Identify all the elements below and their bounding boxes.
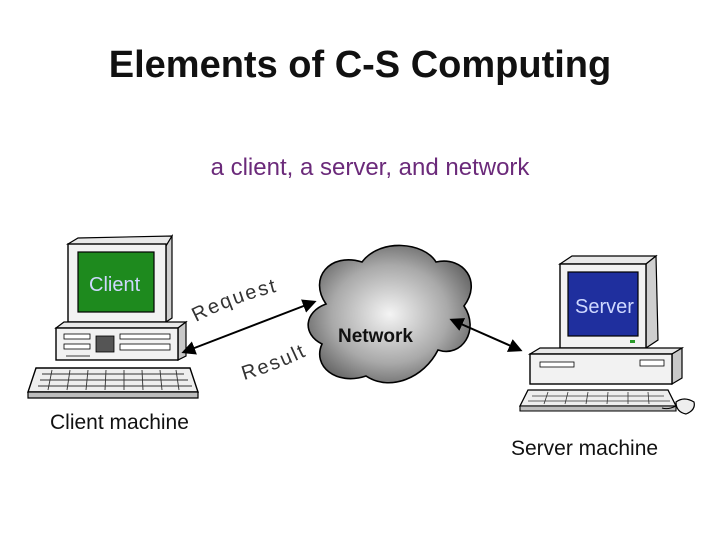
- network-server-arrow: [449, 318, 523, 352]
- server-machine-caption: Server machine: [511, 437, 659, 460]
- client-computer-icon: [27, 233, 199, 399]
- slide-subtitle: a client, a server, and network: [210, 154, 530, 181]
- server-screen: [567, 271, 639, 337]
- result-label-path: Result: [239, 340, 308, 385]
- request-label-path: Request: [188, 275, 278, 327]
- client-machine-caption: Client machine: [50, 411, 189, 434]
- network-label: Network: [338, 326, 413, 347]
- request-label: Request: [188, 275, 280, 327]
- mouse-icon: [661, 398, 695, 415]
- slide-title: Elements of C-S Computing: [108, 44, 612, 86]
- server-computer-icon: [518, 254, 685, 412]
- result-label: Result: [239, 340, 310, 385]
- server-screen-label: Server: [575, 296, 634, 318]
- client-screen: [77, 251, 155, 313]
- network-cloud-icon: [307, 244, 472, 384]
- client-network-arrow: [181, 299, 317, 355]
- client-screen-label: Client: [89, 274, 141, 296]
